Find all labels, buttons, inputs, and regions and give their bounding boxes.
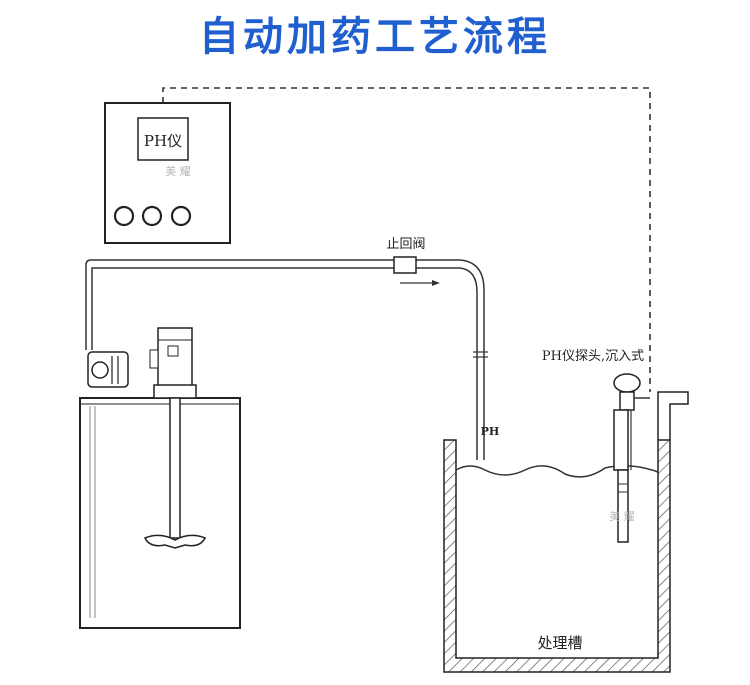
- signal-dashed-line: [162, 87, 651, 392]
- mixer-motor: [157, 327, 193, 391]
- dosing-tank: [79, 397, 241, 629]
- outlet-pipe: PH: [473, 345, 499, 460]
- outlet-label: PH: [481, 425, 500, 438]
- treatment-tank-label: 处理槽: [537, 634, 582, 652]
- mixer-shaft: [169, 397, 181, 539]
- ph-probe-watermark: 美 耀: [609, 510, 635, 523]
- flow-arrow-head: [432, 280, 440, 286]
- ph-meter-knob: [113, 205, 135, 227]
- treatment-tank: 处理槽: [443, 391, 689, 673]
- ph-meter-label: PH仪: [144, 132, 182, 150]
- probe-head: [613, 373, 641, 393]
- ph-meter-display: [137, 117, 189, 161]
- dosing-pipe: [85, 259, 485, 350]
- page-title: 自动加药工艺流程: [199, 14, 551, 60]
- ph-probe-label: PH仪探头,沉入式: [542, 349, 644, 364]
- ph-meter-knob: [141, 205, 163, 227]
- ph-meter-panel: PH仪 美 耀: [104, 102, 231, 244]
- check-valve: 止回阀: [386, 237, 440, 286]
- mixer-impeller: [143, 534, 207, 549]
- probe-tip: [617, 469, 629, 543]
- ph-meter-knob: [170, 205, 192, 227]
- dosing-pump: [87, 351, 129, 388]
- ph-meter-watermark: 美 耀: [165, 165, 191, 178]
- ph-probe: PH仪探头,沉入式 美 耀: [542, 349, 650, 543]
- water-surface: [455, 465, 659, 478]
- mixer: [143, 327, 207, 549]
- check-valve-label: 止回阀: [386, 237, 425, 252]
